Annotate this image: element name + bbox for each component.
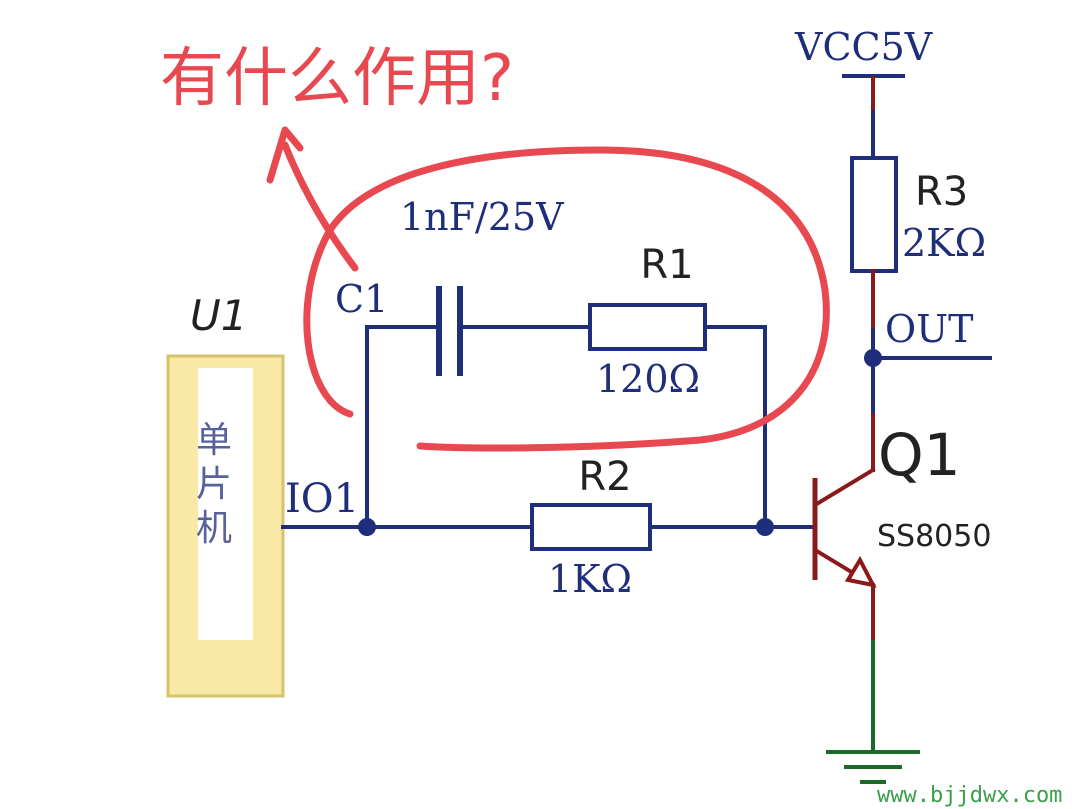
u1-label: U1 — [190, 291, 247, 340]
mcu-char-2: 片 — [196, 464, 232, 505]
r2-label: R2 — [578, 454, 631, 500]
r1-value: 120Ω — [596, 357, 700, 401]
annotation-question: 有什么作用? — [160, 42, 514, 116]
transistor-emitter-arrow — [844, 555, 877, 588]
transistor-collector-leg — [812, 467, 876, 508]
resistor-r3 — [850, 156, 898, 273]
mcu-box-inner — [198, 368, 253, 640]
r2-value: 1KΩ — [548, 557, 632, 601]
mcu-char-3: 机 — [196, 508, 232, 549]
r1-label: R1 — [640, 242, 693, 288]
annotation-ellipse — [303, 146, 830, 452]
annotation-arrow-line — [281, 141, 359, 272]
io1-label: IO1 — [285, 476, 359, 522]
vcc-label: VCC5V — [794, 25, 933, 69]
r3-label: R3 — [915, 169, 968, 215]
mcu-char-1: 单 — [196, 420, 232, 461]
r3-value: 2KΩ — [902, 221, 986, 265]
resistor-r1 — [588, 303, 707, 351]
q1-part: SS8050 — [877, 519, 991, 554]
annotation-arrow-head — [266, 126, 304, 184]
c1-value: 1nF/25V — [400, 195, 564, 239]
watermark: www.bjjdwx.com — [877, 783, 1062, 808]
q1-label: Q1 — [878, 421, 961, 489]
resistor-r2 — [530, 503, 652, 551]
junction-left — [358, 518, 376, 536]
out-label: OUT — [885, 307, 974, 351]
c1-label: C1 — [335, 277, 388, 321]
junction-right — [756, 518, 774, 536]
